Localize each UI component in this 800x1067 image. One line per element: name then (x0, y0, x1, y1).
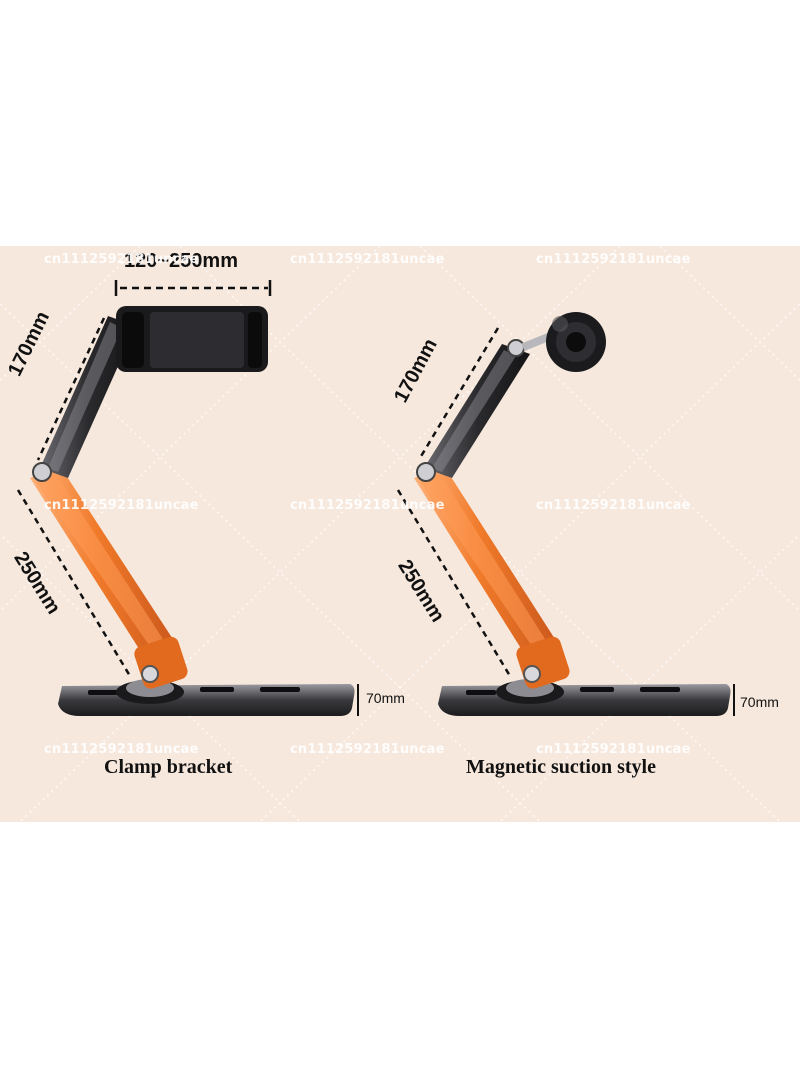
watermark-text: cn1112592181uncae (290, 742, 445, 757)
watermark-text: cn1112592181uncae (44, 742, 199, 757)
magnetic-stand (396, 312, 735, 716)
watermark-text: cn1112592181uncae (44, 498, 199, 513)
clamp-caption: Clamp bracket (104, 756, 233, 778)
clamp-width-label: 120~250mm (124, 250, 238, 272)
clamp-base-label: 70mm (366, 690, 405, 706)
magnetic-base-label: 70mm (740, 694, 779, 710)
watermark-text: cn1112592181uncae (536, 742, 691, 757)
watermark-text: cn1112592181uncae (536, 252, 691, 267)
watermark-text: cn1112592181uncae (44, 252, 199, 267)
watermark-text: cn1112592181uncae (290, 498, 445, 513)
product-image-panel: 120~250mm 170mm 250mm 70mm 170mm 250mm 7… (0, 246, 800, 822)
watermark-text: cn1112592181uncae (290, 252, 445, 267)
watermark-text: cn1112592181uncae (536, 498, 691, 513)
clamp-stand (16, 280, 359, 716)
stand-illustration (0, 246, 800, 822)
magnetic-caption: Magnetic suction style (466, 756, 656, 778)
